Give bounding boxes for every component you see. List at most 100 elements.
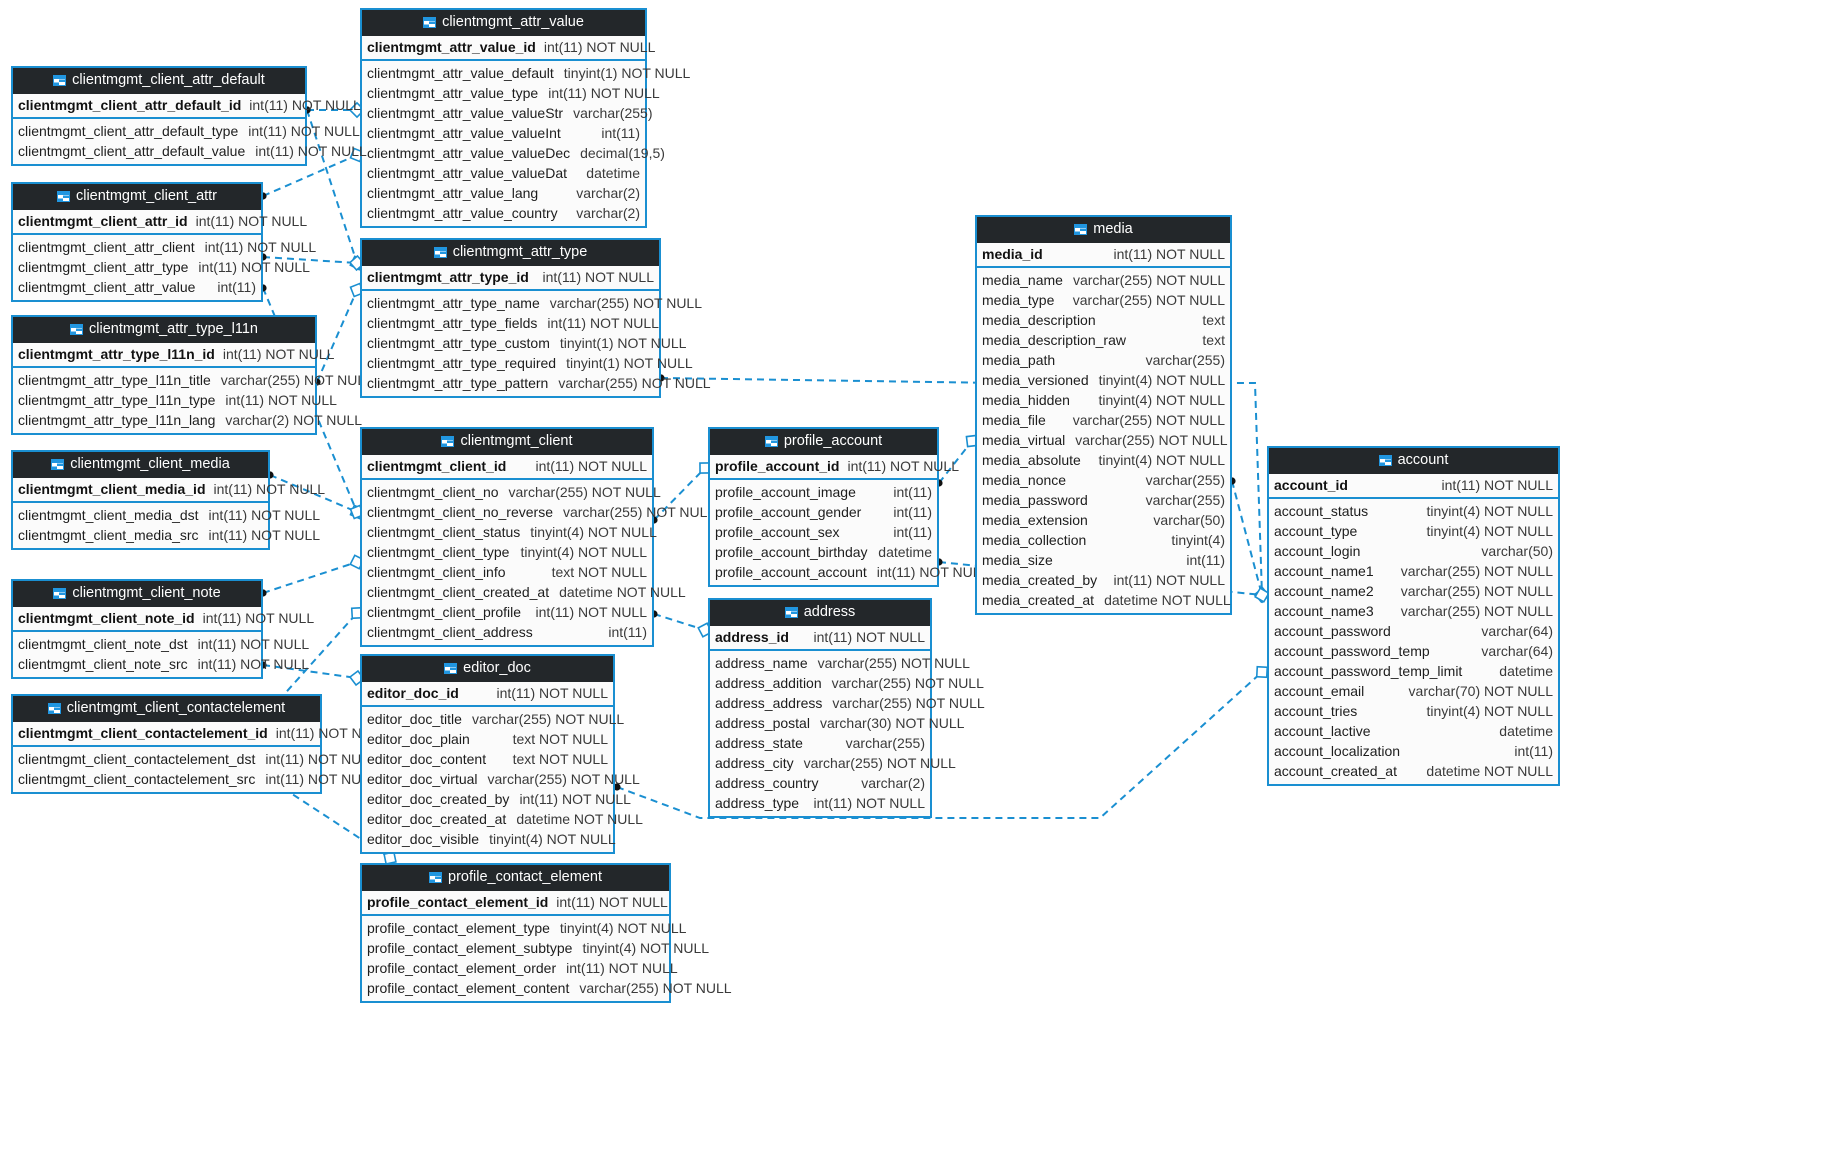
field-row[interactable]: clientmgmt_client_note_dstint(11) NOT NU… <box>13 634 309 654</box>
field-row[interactable]: clientmgmt_attr_value_valueDecdecimal(19… <box>362 143 665 163</box>
field-row[interactable]: account_created_atdatetime NOT NULL <box>1269 761 1558 781</box>
field-row[interactable]: address_statevarchar(255) <box>710 733 930 753</box>
field-row[interactable]: account_passwordvarchar(64) <box>1269 621 1558 641</box>
entity-clientmgmt_client_note[interactable]: clientmgmt_client_noteclientmgmt_client_… <box>11 579 314 679</box>
field-row[interactable]: account_statustinyint(4) NOT NULL <box>1269 501 1558 521</box>
field-row[interactable]: account_triestinyint(4) NOT NULL <box>1269 701 1558 721</box>
field-row[interactable]: media_description_rawtext <box>977 330 1230 350</box>
field-row[interactable]: account_emailvarchar(70) NOT NULL <box>1269 681 1558 701</box>
field-row[interactable]: editor_doc_virtualvarchar(255) NOT NULL <box>362 769 640 789</box>
entity-clientmgmt_client_media[interactable]: clientmgmt_client_mediaclientmgmt_client… <box>11 450 325 550</box>
field-row[interactable]: clientmgmt_attr_value_defaulttinyint(1) … <box>362 63 690 83</box>
field-row[interactable]: account_loginvarchar(50) <box>1269 541 1558 561</box>
primary-key-row[interactable]: editor_doc_idint(11) NOT NULL <box>362 682 613 707</box>
entity-profile_contact_element[interactable]: profile_contact_elementprofile_contact_e… <box>360 863 732 1003</box>
field-row[interactable]: editor_doc_created_atdatetime NOT NULL <box>362 809 643 829</box>
entity-clientmgmt_client_contactelement[interactable]: clientmgmt_client_contactelementclientmg… <box>11 694 387 794</box>
field-row[interactable]: account_password_tempvarchar(64) <box>1269 641 1558 661</box>
field-row[interactable]: clientmgmt_attr_value_countryvarchar(2) <box>362 203 645 223</box>
field-row[interactable]: clientmgmt_client_attr_clientint(11) NOT… <box>13 237 316 257</box>
field-row[interactable]: clientmgmt_attr_type_l11n_typeint(11) NO… <box>13 390 337 410</box>
field-row[interactable]: clientmgmt_attr_type_l11n_langvarchar(2)… <box>13 410 362 430</box>
entity-profile_account[interactable]: profile_accountprofile_account_idint(11)… <box>708 427 988 587</box>
field-row[interactable]: clientmgmt_attr_type_requiredtinyint(1) … <box>362 353 693 373</box>
field-row[interactable]: clientmgmt_attr_type_customtinyint(1) NO… <box>362 333 686 353</box>
field-row[interactable]: clientmgmt_attr_type_patternvarchar(255)… <box>362 373 711 393</box>
field-row[interactable]: account_typetinyint(4) NOT NULL <box>1269 521 1558 541</box>
primary-key-row[interactable]: clientmgmt_client_attr_idint(11) NOT NUL… <box>13 210 307 235</box>
field-row[interactable]: clientmgmt_attr_type_namevarchar(255) NO… <box>362 293 702 313</box>
field-row[interactable]: address_postalvarchar(30) NOT NULL <box>710 713 964 733</box>
field-row[interactable]: address_typeint(11) NOT NULL <box>710 793 930 813</box>
field-row[interactable]: media_extensionvarchar(50) <box>977 510 1230 530</box>
primary-key-row[interactable]: clientmgmt_attr_type_idint(11) NOT NULL <box>362 266 659 291</box>
primary-key-row[interactable]: clientmgmt_client_note_idint(11) NOT NUL… <box>13 607 314 632</box>
entity-clientmgmt_attr_type_l11n[interactable]: clientmgmt_attr_type_l11nclientmgmt_attr… <box>11 315 373 435</box>
field-row[interactable]: profile_account_accountint(11) NOT NULL <box>710 562 988 582</box>
field-row[interactable]: profile_account_genderint(11) <box>710 502 937 522</box>
field-row[interactable]: account_name2varchar(255) NOT NULL <box>1269 581 1558 601</box>
field-row[interactable]: media_descriptiontext <box>977 310 1230 330</box>
field-row[interactable]: clientmgmt_attr_type_fieldsint(11) NOT N… <box>362 313 659 333</box>
entity-clientmgmt_client_attr[interactable]: clientmgmt_client_attrclientmgmt_client_… <box>11 182 316 302</box>
field-row[interactable]: clientmgmt_client_note_srcint(11) NOT NU… <box>13 654 309 674</box>
field-row[interactable]: media_created_byint(11) NOT NULL <box>977 570 1230 590</box>
field-row[interactable]: media_collectiontinyint(4) <box>977 530 1230 550</box>
field-row[interactable]: media_virtualvarchar(255) NOT NULL <box>977 430 1230 450</box>
field-row[interactable]: account_name3varchar(255) NOT NULL <box>1269 601 1558 621</box>
field-row[interactable]: clientmgmt_client_media_dstint(11) NOT N… <box>13 505 320 525</box>
field-row[interactable]: media_versionedtinyint(4) NOT NULL <box>977 370 1230 390</box>
primary-key-row[interactable]: profile_contact_element_idint(11) NOT NU… <box>362 891 669 916</box>
field-row[interactable]: media_hiddentinyint(4) NOT NULL <box>977 390 1230 410</box>
field-row[interactable]: profile_account_birthdaydatetime <box>710 542 937 562</box>
field-row[interactable]: account_password_temp_limitdatetime <box>1269 661 1558 681</box>
entity-media[interactable]: mediamedia_idint(11) NOT NULLmedia_namev… <box>975 215 1232 615</box>
field-row[interactable]: address_cityvarchar(255) NOT NULL <box>710 753 956 773</box>
field-row[interactable]: clientmgmt_client_profileint(11) NOT NUL… <box>362 602 652 622</box>
field-row[interactable]: address_additionvarchar(255) NOT NULL <box>710 673 984 693</box>
field-row[interactable]: profile_contact_element_contentvarchar(2… <box>362 978 732 998</box>
field-row[interactable]: media_sizeint(11) <box>977 550 1230 570</box>
entity-clientmgmt_attr_value[interactable]: clientmgmt_attr_valueclientmgmt_attr_val… <box>360 8 690 228</box>
entity-account[interactable]: accountaccount_idint(11) NOT NULLaccount… <box>1267 446 1560 786</box>
field-row[interactable]: clientmgmt_client_infotext NOT NULL <box>362 562 652 582</box>
field-row[interactable]: account_name1varchar(255) NOT NULL <box>1269 561 1558 581</box>
primary-key-row[interactable]: clientmgmt_attr_value_idint(11) NOT NULL <box>362 36 655 61</box>
primary-key-row[interactable]: address_idint(11) NOT NULL <box>710 626 930 651</box>
field-row[interactable]: clientmgmt_attr_value_valueIntint(11) <box>362 123 645 143</box>
primary-key-row[interactable]: clientmgmt_client_attr_default_idint(11)… <box>13 94 361 119</box>
field-row[interactable]: editor_doc_contenttext NOT NULL <box>362 749 613 769</box>
field-row[interactable]: clientmgmt_client_statustinyint(4) NOT N… <box>362 522 657 542</box>
field-row[interactable]: clientmgmt_client_attr_default_typeint(1… <box>13 121 360 141</box>
primary-key-row[interactable]: profile_account_idint(11) NOT NULL <box>710 455 959 480</box>
field-row[interactable]: media_namevarchar(255) NOT NULL <box>977 270 1230 290</box>
field-row[interactable]: media_passwordvarchar(255) <box>977 490 1230 510</box>
primary-key-row[interactable]: clientmgmt_attr_type_l11n_idint(11) NOT … <box>13 343 334 368</box>
field-row[interactable]: profile_contact_element_orderint(11) NOT… <box>362 958 678 978</box>
field-row[interactable]: address_namevarchar(255) NOT NULL <box>710 653 970 673</box>
field-row[interactable]: clientmgmt_attr_type_l11n_titlevarchar(2… <box>13 370 373 390</box>
entity-editor_doc[interactable]: editor_doceditor_doc_idint(11) NOT NULLe… <box>360 654 643 854</box>
field-row[interactable]: media_typevarchar(255) NOT NULL <box>977 290 1230 310</box>
field-row[interactable]: editor_doc_titlevarchar(255) NOT NULL <box>362 709 624 729</box>
field-row[interactable]: profile_account_imageint(11) <box>710 482 937 502</box>
entity-clientmgmt_client[interactable]: clientmgmt_clientclientmgmt_client_idint… <box>360 427 715 647</box>
field-row[interactable]: clientmgmt_client_typetinyint(4) NOT NUL… <box>362 542 652 562</box>
field-row[interactable]: clientmgmt_attr_value_typeint(11) NOT NU… <box>362 83 660 103</box>
field-row[interactable]: clientmgmt_attr_value_valueDatdatetime <box>362 163 645 183</box>
field-row[interactable]: media_created_atdatetime NOT NULL <box>977 590 1231 610</box>
field-row[interactable]: editor_doc_plaintext NOT NULL <box>362 729 613 749</box>
primary-key-row[interactable]: media_idint(11) NOT NULL <box>977 243 1230 268</box>
field-row[interactable]: editor_doc_created_byint(11) NOT NULL <box>362 789 631 809</box>
entity-clientmgmt_client_attr_default[interactable]: clientmgmt_client_attr_defaultclientmgmt… <box>11 66 367 166</box>
field-row[interactable]: clientmgmt_client_contactelement_srcint(… <box>13 769 377 789</box>
field-row[interactable]: account_localizationint(11) <box>1269 741 1558 761</box>
field-row[interactable]: address_addressvarchar(255) NOT NULL <box>710 693 985 713</box>
field-row[interactable]: media_filevarchar(255) NOT NULL <box>977 410 1230 430</box>
primary-key-row[interactable]: clientmgmt_client_media_idint(11) NOT NU… <box>13 478 325 503</box>
field-row[interactable]: media_noncevarchar(255) <box>977 470 1230 490</box>
field-row[interactable]: editor_doc_visibletinyint(4) NOT NULL <box>362 829 616 849</box>
entity-clientmgmt_attr_type[interactable]: clientmgmt_attr_typeclientmgmt_attr_type… <box>360 238 711 398</box>
field-row[interactable]: clientmgmt_client_attr_default_valueint(… <box>13 141 367 161</box>
primary-key-row[interactable]: clientmgmt_client_contactelement_idint(1… <box>13 722 387 747</box>
